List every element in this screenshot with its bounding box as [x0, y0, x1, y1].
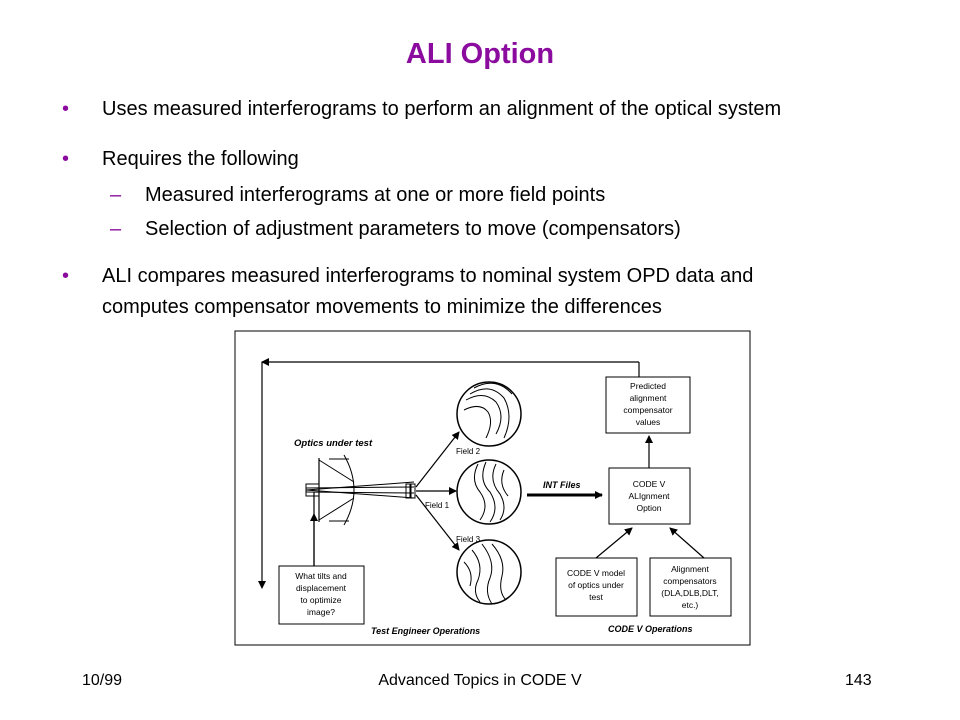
field3-label: Field 3 [456, 535, 481, 544]
question-line-1: What tilts and [295, 571, 347, 581]
footer-date: 10/99 [82, 672, 123, 689]
comp-line-3: (DLA,DLB,DLT, [661, 588, 718, 598]
bullet-text: computes compensator movements to minimi… [102, 296, 662, 318]
field1-label: Field 1 [425, 501, 450, 510]
comp-to-codev-arrow [669, 527, 705, 559]
bullet-marker: • [62, 148, 70, 170]
codev-alignment-box [608, 467, 691, 525]
optics-system-drawing [305, 454, 416, 526]
sub-bullet-text: Selection of adjustment parameters to mo… [145, 218, 681, 240]
model-line-1: CODE V model [567, 568, 625, 578]
bullet-marker: • [62, 265, 70, 287]
model-line-2: of optics under [568, 580, 624, 590]
comp-line-2: compensators [663, 576, 716, 586]
ali-diagram: Optics under test [234, 330, 751, 646]
predicted-line-2: alignment [630, 393, 667, 403]
optics-under-test-label: Optics under test [294, 438, 373, 449]
codev-box-line-1: CODE V [633, 479, 666, 489]
sub-bullet-text: Measured interferograms at one or more f… [145, 184, 606, 206]
field3-arrow [415, 494, 460, 551]
feedback-loop-arrow [258, 358, 640, 589]
dash-marker: – [110, 218, 122, 240]
codev-operations-label: CODE V Operations [608, 624, 693, 634]
predicted-line-4: values [636, 417, 661, 427]
bullet-text: ALI compares measured interferograms to … [102, 265, 754, 287]
interferogram-field1 [456, 459, 522, 525]
codev-model-box [555, 557, 638, 617]
model-to-codev-arrow [595, 527, 633, 559]
interferogram-field3 [456, 539, 522, 605]
bullet-text: Uses measured interferograms to perform … [102, 98, 782, 120]
field2-label: Field 2 [456, 447, 481, 456]
dash-marker: – [110, 184, 122, 206]
comp-line-4: etc.) [682, 600, 699, 610]
int-files-label: INT Files [543, 480, 581, 490]
slide-title: ALI Option [405, 38, 555, 70]
question-box [278, 565, 365, 625]
interferogram-field2 [456, 381, 522, 447]
footer-center: Advanced Topics in CODE V [378, 672, 582, 689]
field2-arrow [415, 431, 460, 488]
comp-line-1: Alignment [671, 564, 709, 574]
alignment-compensators-box [649, 557, 732, 617]
codev-box-line-3: Option [636, 503, 661, 513]
test-engineer-label: Test Engineer Operations [371, 626, 480, 636]
question-line-2: displacement [296, 583, 347, 593]
bullet-marker: • [62, 98, 70, 120]
question-line-3: to optimize [300, 595, 341, 605]
footer-page-number: 143 [845, 672, 872, 689]
predicted-line-1: Predicted [630, 381, 666, 391]
codev-box-line-2: ALIgnment [628, 491, 670, 501]
question-line-4: image? [307, 607, 335, 617]
predicted-values-box [605, 376, 691, 434]
model-line-3: test [589, 592, 603, 602]
bullet-text: Requires the following [102, 148, 299, 170]
predicted-line-3: compensator [623, 405, 672, 415]
